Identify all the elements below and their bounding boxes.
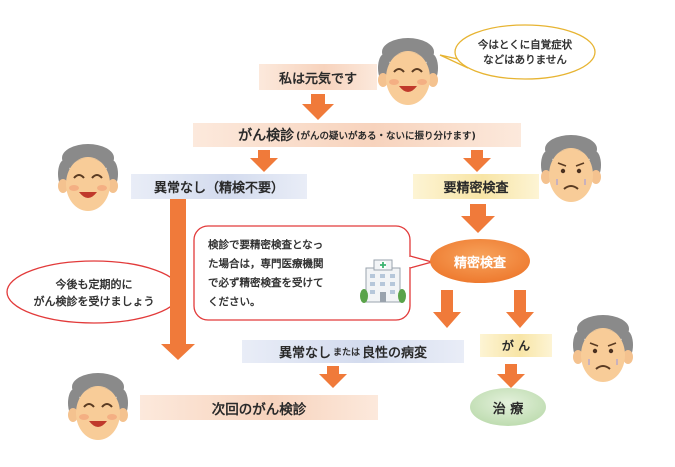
info-line-4: ください。 xyxy=(208,296,261,308)
arrow-benign-to-next xyxy=(319,366,347,388)
treatment-label-wrap: 治 療 xyxy=(470,396,546,418)
detailed-exam-label: 精密検査 xyxy=(453,255,506,271)
elderly-man-happy-top-icon xyxy=(378,38,438,105)
arrow-cancer-to-treatment xyxy=(497,364,525,388)
cancer-box: が ん xyxy=(480,334,552,357)
next-screening-label: 次回のがん検診 xyxy=(211,401,307,418)
arrow-to-needs-exam xyxy=(463,150,491,172)
elderly-man-happy-bottom-icon xyxy=(68,373,128,440)
info-callout-text: 検診で要精密検査となっ た場合は，専門医療機関 で必ず精密検査を受けて ください… xyxy=(208,236,358,312)
detailed-exam-label-wrap: 精密検査 xyxy=(430,249,530,273)
screening-label: がん検診 xyxy=(238,128,295,144)
info-line-2: た場合は，専門医療機関 xyxy=(208,258,324,270)
cancer-label: が ん xyxy=(501,339,531,353)
start-label: 私は元気です xyxy=(278,71,357,87)
left-speech-line-1: 今後も定期的に xyxy=(55,278,133,291)
top-speech-line-2: などはありません xyxy=(483,54,567,66)
arrow-exam-to-cancer xyxy=(506,290,534,328)
left-speech-line-2: がん検診を受けましょう xyxy=(33,295,155,308)
top-speech-line-1: 今はとくに自覚症状 xyxy=(477,39,573,51)
benign-result-box: 異常なし または 良性の病変 xyxy=(242,340,464,363)
benign-label-b: 良性の病変 xyxy=(362,346,428,361)
elderly-man-worried-icon xyxy=(541,135,601,202)
speech-bubble-top xyxy=(439,24,596,80)
benign-label-a: 異常なし xyxy=(278,346,331,361)
top-speech-text: 今はとくに自覚症状 などはありません xyxy=(460,38,590,68)
arrow-start-to-screening xyxy=(302,94,334,120)
next-screening-box: 次回のがん検診 xyxy=(140,395,378,420)
arrow-long-to-next xyxy=(161,196,195,360)
screening-box: がん検診 (がんの疑いがある・ないに振り分けます) xyxy=(193,123,521,147)
start-box: 私は元気です xyxy=(259,64,377,90)
no-abnormal-label: 異常なし（精検不要） xyxy=(153,181,284,196)
flow-arrows xyxy=(161,94,534,388)
screening-sublabel: (がんの疑いがある・ないに振り分けます) xyxy=(296,131,476,142)
benign-label-mid: または xyxy=(332,348,360,358)
info-line-1: 検診で要精密検査となっ xyxy=(208,239,324,251)
arrow-to-no-abnormal xyxy=(250,150,278,172)
elderly-man-happy-left-icon xyxy=(58,144,118,211)
detailed-exam-oval xyxy=(430,239,530,283)
left-speech-text: 今後も定期的に がん検診を受けましょう xyxy=(10,276,178,310)
hospital-icon xyxy=(360,259,406,303)
treatment-oval xyxy=(470,388,546,426)
treatment-label: 治 療 xyxy=(492,401,524,417)
no-abnormal-box: 異常なし（精検不要） xyxy=(131,174,307,199)
needs-exam-box: 要精密検査 xyxy=(413,174,539,199)
info-line-3: で必ず精密検査を受けて xyxy=(208,277,324,289)
arrow-to-detailed-exam xyxy=(461,204,495,233)
needs-exam-label: 要精密検査 xyxy=(443,181,509,196)
arrow-exam-to-benign xyxy=(433,290,461,328)
elderly-man-sad-icon xyxy=(573,315,633,382)
